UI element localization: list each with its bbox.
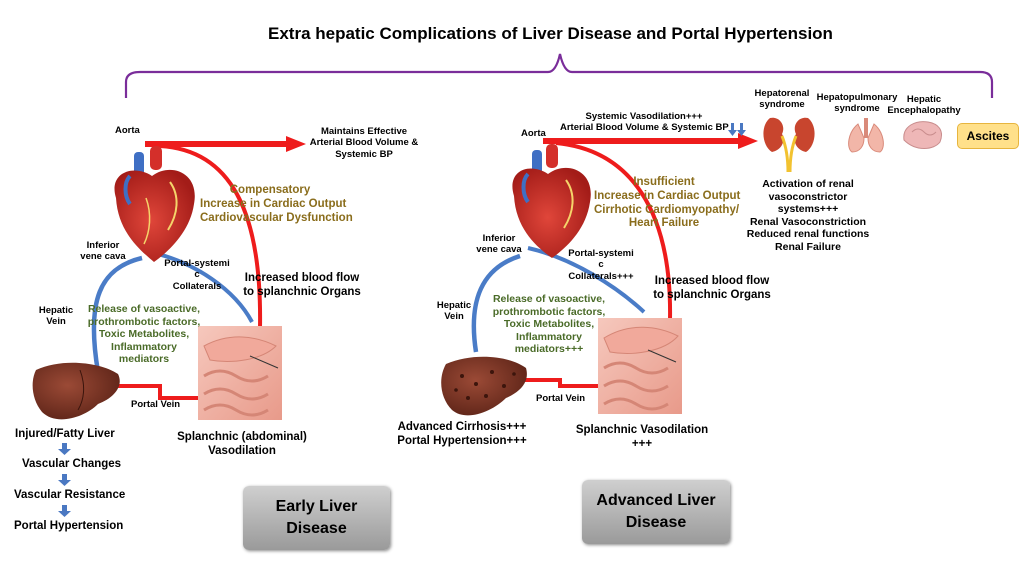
right-collateral-vein xyxy=(527,246,646,314)
right-portal-vein-label: Portal Vein xyxy=(536,393,586,404)
right-portal-vein xyxy=(524,378,600,388)
left-aorta-arrowhead xyxy=(286,136,306,152)
left-collateral-vein xyxy=(149,250,254,323)
left-step-arrows xyxy=(58,443,71,517)
lungs-image xyxy=(848,118,884,153)
ascites-box: Ascites xyxy=(957,123,1019,149)
left-vein xyxy=(91,255,143,373)
right-liver-image xyxy=(441,356,527,416)
right-systemic-label: Systemic Vasodilation+++Arterial Blood V… xyxy=(560,111,729,134)
left-step-3: Vascular Resistance xyxy=(14,489,126,501)
right-gut-image xyxy=(598,318,682,414)
right-aorta-label: Aorta xyxy=(521,128,546,139)
left-liver-image xyxy=(32,362,120,420)
right-artery-curve xyxy=(555,141,673,321)
left-step-2: Vascular Changes xyxy=(22,458,122,470)
left-artery-curve xyxy=(159,144,263,329)
right-release-label: Release of vasoactive,prothrombotic fact… xyxy=(492,293,606,356)
brain-image xyxy=(903,121,942,149)
title-bracket xyxy=(124,53,994,98)
right-cirrhosis-label: Advanced Cirrhosis+++Portal Hypertension… xyxy=(397,421,527,447)
right-heart-image xyxy=(512,144,591,258)
left-step-4: Portal Hypertension xyxy=(14,520,124,532)
left-splanchnic-label: Splanchnic (abdominal)Vasodilation xyxy=(177,431,307,457)
kidneys-image xyxy=(763,117,815,173)
bp-down-arrows xyxy=(728,123,746,136)
left-step-1: Injured/Fatty Liver xyxy=(15,428,115,440)
right-vein xyxy=(471,253,521,353)
left-portal-vein-label: Portal Vein xyxy=(131,399,181,410)
right-splanchnic-label: Splanchnic Vasodilation+++ xyxy=(575,424,709,450)
right-aorta-arrowhead xyxy=(738,133,758,149)
left-release-label: Release of vasoactive,prothrombotic fact… xyxy=(87,303,201,366)
left-portal-vein xyxy=(118,384,204,400)
left-aorta-label: Aorta xyxy=(115,125,140,136)
left-gut-image xyxy=(198,326,282,420)
diagram-title: Extra hepatic Complications of Liver Dis… xyxy=(268,24,833,43)
left-heart-image xyxy=(114,146,195,262)
